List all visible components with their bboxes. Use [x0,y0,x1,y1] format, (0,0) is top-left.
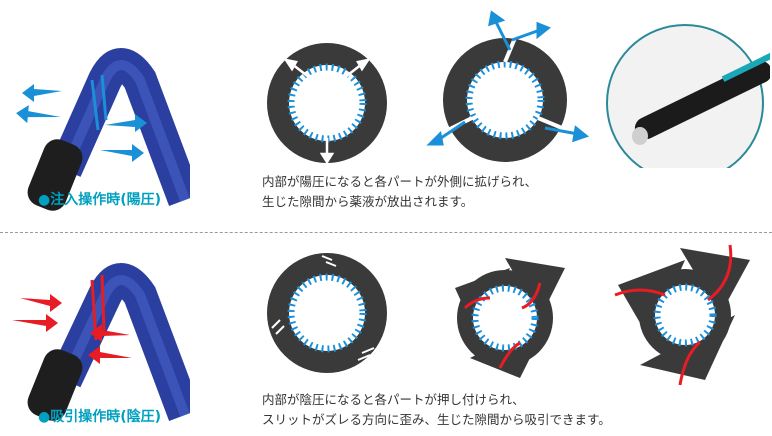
section-divider [0,232,772,233]
ring-negative-pressure-2 [455,258,565,378]
ring-positive-pressure-1 [267,43,387,165]
suction-label: ●吸引操作時(陰圧) [38,409,162,425]
inflow-arrows [12,294,132,364]
tube-tip-closeup [606,24,770,168]
tube-suction-illustration [12,263,190,421]
suction-description-line1: 内部が陰圧になると各パートが押し付けられ、 [262,392,525,407]
suction-description: 内部が陰圧になると各パートが押し付けられ、 スリットがズレる方向に歪み、生じた隙… [262,390,611,430]
suction-description-line2: スリットがズレる方向に歪み、生じた隙間から吸引できます。 [262,412,611,427]
outflow-arrows [16,84,147,162]
ring-positive-pressure-2 [426,10,590,162]
ring-negative-pressure-1 [267,253,387,373]
injection-description-line2: 生じた隙間から薬液が放出されます。 [262,194,474,209]
injection-description: 内部が陽圧になると各パートが外側に拡げられ、 生じた隙間から薬液が放出されます。 [262,172,537,212]
ring-negative-pressure-3 [614,244,750,386]
injection-description-line1: 内部が陽圧になると各パートが外側に拡げられ、 [262,174,538,189]
tube-black-tip [27,139,83,211]
injection-label: ●注入操作時(陽圧) [38,192,162,208]
tube-injection-illustration [16,48,190,211]
